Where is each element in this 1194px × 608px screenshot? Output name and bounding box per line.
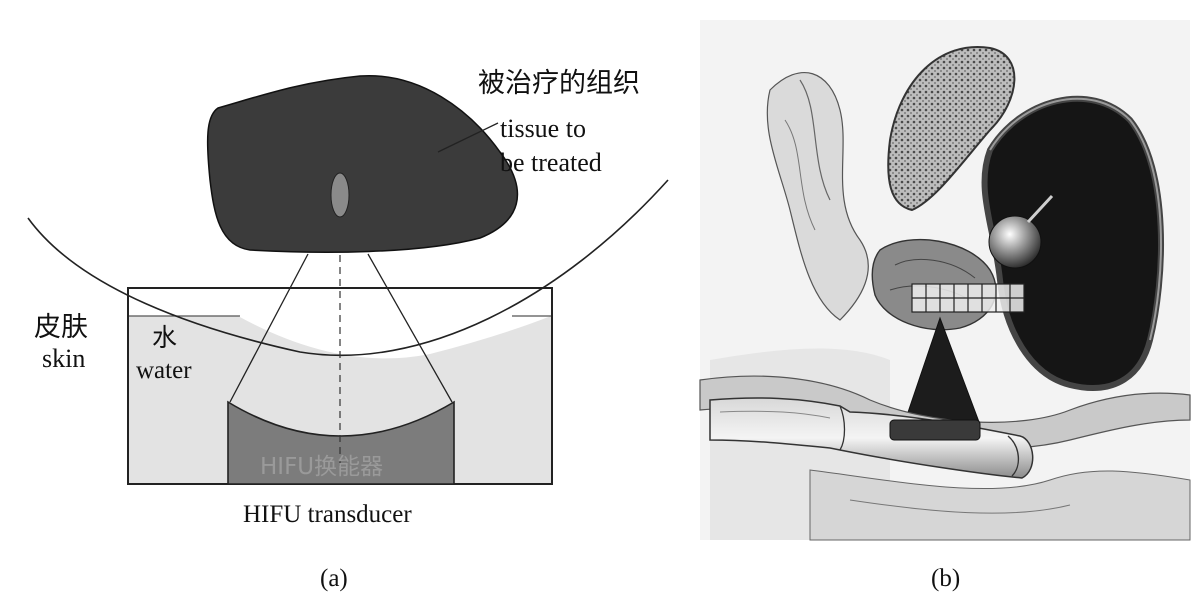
transrectal-hifu-illustration (699, 20, 1191, 541)
water-label-zh: 水 (152, 323, 178, 352)
caption-b: (b) (931, 565, 961, 592)
beam-left-edge (229, 253, 309, 403)
skin-label-en: skin (42, 344, 86, 373)
skin-label-zh: 皮肤 (34, 312, 88, 343)
panel-b-anatomy-illustration: (b) (690, 0, 1194, 608)
tissue-label-en-line1: tissue to (500, 114, 586, 143)
skin-line (27, 179, 669, 357)
water-label-en: water (136, 357, 192, 384)
transducer-label-zh: HIFU换能器 (260, 454, 384, 480)
pubic-bone (887, 45, 1016, 212)
panel-a-hifu-schematic: 被治疗的组织 tissue to be treated 皮肤 skin 水 wa… (27, 68, 669, 592)
caption-a: (a) (320, 565, 348, 592)
tissue-label-zh: 被治疗的组织 (478, 68, 640, 99)
treated-tissue (206, 75, 519, 253)
hifu-schematic-drawing (27, 75, 669, 485)
tissue-leader-line (437, 122, 499, 153)
transducer-label-en: HIFU transducer (243, 501, 412, 528)
treatment-grid (911, 283, 1025, 313)
tissue-label-en-line2: be treated (500, 148, 602, 177)
focal-zone (330, 172, 350, 218)
transrectal-probe (709, 397, 1034, 479)
bladder-balloon (988, 215, 1042, 269)
beam-right-edge (367, 253, 453, 403)
hifu-transducer (227, 400, 455, 485)
